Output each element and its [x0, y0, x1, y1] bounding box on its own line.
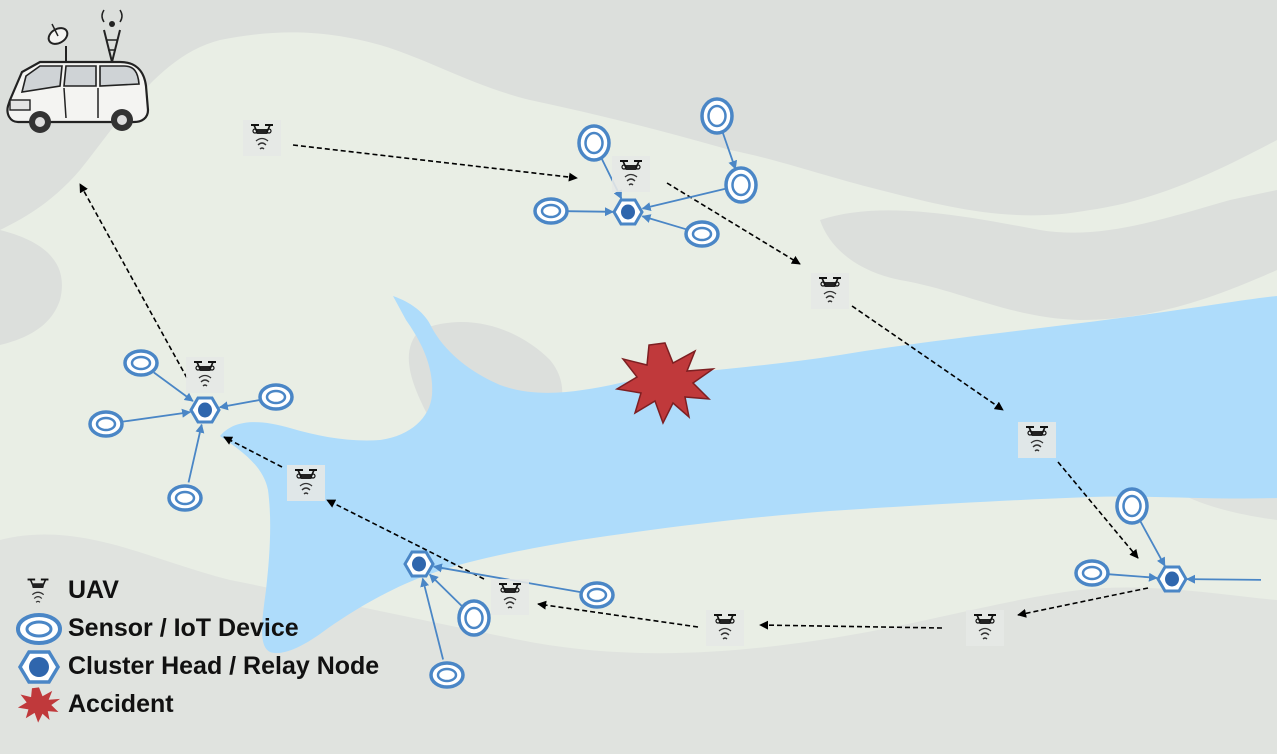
drone-icon — [27, 578, 49, 603]
hexagon-relay-icon — [17, 650, 61, 684]
uav-u9 — [185, 356, 225, 394]
uav-route-arrow-4 — [1057, 461, 1139, 559]
uav-u1 — [242, 119, 282, 157]
sensor-s8 — [88, 410, 124, 438]
river — [220, 296, 1277, 654]
sensor-link-s8-ch2 — [121, 408, 192, 423]
uav-u3 — [810, 272, 850, 310]
legend-label-cluster-head: Cluster Head / Relay Node — [68, 652, 380, 680]
sensor-s13 — [1115, 487, 1149, 525]
sensor-link-s1-ch1 — [566, 207, 614, 217]
sensor-link-s7-ch2 — [218, 398, 261, 411]
sensor-link-s13-ch4 — [1138, 519, 1166, 567]
cluster-head-ch3 — [403, 550, 435, 578]
sensor-link-s11-ch3 — [429, 573, 464, 608]
sensor-ring-icon — [16, 613, 62, 645]
uav-route-arrow-7 — [537, 600, 699, 628]
uav-u6 — [705, 609, 745, 647]
sensor-s11 — [457, 599, 491, 637]
uav-u8 — [286, 464, 326, 502]
sensor-link-s9-ch2 — [187, 423, 205, 483]
western-hills — [0, 230, 62, 345]
northern-hills — [0, 0, 1277, 230]
sensor-link-s15-ch4 — [1186, 574, 1262, 584]
southern-hills — [0, 534, 1277, 754]
legend-label-sensor: Sensor / IoT Device — [68, 614, 299, 642]
sensor-s5 — [684, 220, 720, 248]
cluster-head-ch2 — [189, 396, 221, 424]
sensor-link-s6-ch2 — [153, 371, 194, 402]
sensor-s14 — [1074, 559, 1110, 587]
sensor-s6 — [123, 349, 159, 377]
cluster-head-ch4 — [1156, 565, 1188, 593]
uav-u5 — [965, 609, 1005, 647]
legend-label-uav: UAV — [68, 576, 119, 604]
sensor-s3 — [724, 166, 758, 204]
sensor-link-s12-ch3 — [420, 577, 444, 660]
uav-u4 — [1017, 421, 1057, 459]
uav-route-arrow-10 — [79, 183, 188, 379]
uav-route-arrow-8 — [326, 499, 485, 580]
uav-route-arrow-6 — [759, 620, 943, 630]
sensor-link-s3-ch1 — [641, 187, 726, 212]
sensor-s4 — [577, 124, 611, 162]
uav-route-arrow-5 — [1017, 587, 1149, 618]
sensor-s1 — [533, 197, 569, 225]
eastern-hills — [820, 190, 1277, 320]
sensor-link-s2-s3 — [721, 130, 738, 170]
cluster-head-ch1 — [612, 198, 644, 226]
base-station-van — [6, 9, 150, 133]
sensor-link-s5-ch1 — [641, 214, 687, 231]
uav-u2 — [611, 155, 651, 193]
sensor-s9 — [167, 484, 203, 512]
uav-route-arrow-3 — [851, 305, 1004, 411]
uav-u7 — [490, 578, 530, 616]
uav-route-arrow-9 — [223, 436, 283, 468]
sensor-s12 — [429, 661, 465, 689]
explosion-star-icon — [17, 687, 61, 723]
uav-route-layer — [79, 144, 1149, 630]
legend-label-accident: Accident — [68, 690, 174, 718]
sensor-s2 — [700, 97, 734, 135]
sensor-link-s14-ch4 — [1107, 572, 1158, 582]
sensor-s7 — [258, 383, 294, 411]
sensor-s10 — [579, 581, 615, 609]
